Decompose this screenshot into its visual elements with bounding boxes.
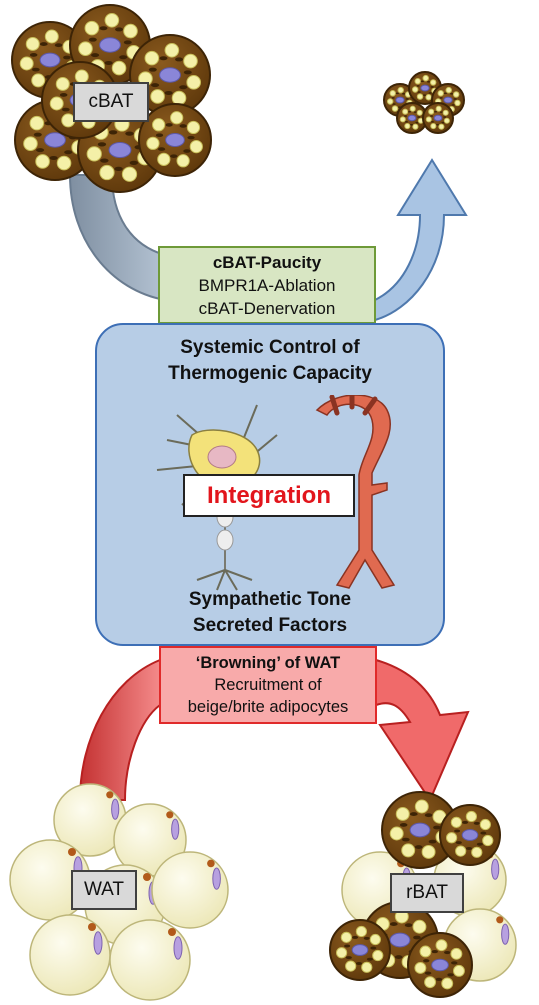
wat-label-text: WAT	[83, 879, 125, 900]
white-adipocyte	[109, 919, 191, 1001]
white-adipocyte	[151, 851, 229, 929]
brown-adipocyte	[381, 791, 459, 869]
central-bottom-text: Sympathetic Tone Secreted Factors	[97, 587, 443, 639]
center-to-rbat-arrow	[375, 658, 470, 803]
brown-adipocyte	[138, 103, 212, 177]
brown-adipocyte	[439, 804, 501, 866]
sympathetic-tone-text: Sympathetic Tone	[188, 589, 352, 610]
cbat-to-center-arrow	[68, 174, 166, 302]
rbat-cell-cluster	[329, 791, 517, 998]
recruitment-text: Recruitment of	[214, 676, 322, 694]
brown-adipocyte	[422, 102, 454, 134]
beige-brite-text: beige/brite adipocytes	[187, 698, 349, 716]
small-cbat-cell-cluster	[383, 71, 465, 134]
central-title: Systemic Control of Thermogenic Capacity	[97, 335, 443, 387]
central-title-line1: Systemic Control of	[180, 337, 360, 358]
rbat-label: rBAT	[390, 873, 464, 913]
cbat-label-text: cBAT	[88, 91, 134, 112]
white-adipocyte	[113, 803, 187, 877]
browning-box: ‘Browning’ of WAT Recruitment of beige/b…	[159, 646, 377, 724]
artery-icon	[315, 395, 396, 589]
cbat-paucity-title: cBAT-Paucity	[212, 252, 322, 272]
cbat-cell-cluster	[11, 4, 212, 193]
cbat-paucity-box: cBAT-Paucity BMPR1A-Ablation cBAT-Denerv…	[158, 246, 376, 324]
wat-to-center-arrow	[78, 658, 161, 801]
central-title-line2: Thermogenic Capacity	[168, 363, 372, 384]
center-to-small-cbat-arrow	[374, 158, 468, 322]
browning-title: ‘Browning’ of WAT	[195, 654, 341, 672]
cbat-denervation-text: cBAT-Denervation	[198, 298, 336, 318]
neuron-artery-illustration	[156, 395, 396, 591]
bmpr1a-ablation-text: BMPR1A-Ablation	[198, 275, 336, 295]
brown-adipocyte	[329, 919, 391, 981]
brown-adipocyte	[396, 102, 428, 134]
white-adipocyte	[29, 914, 111, 996]
wat-label: WAT	[71, 870, 137, 910]
brown-adipocyte	[407, 932, 473, 998]
cbat-label: cBAT	[73, 82, 149, 122]
integration-text: Integration	[207, 481, 331, 509]
integration-box: Integration	[183, 474, 355, 517]
rbat-label-text: rBAT	[406, 882, 448, 903]
secreted-factors-text: Secreted Factors	[192, 615, 348, 636]
